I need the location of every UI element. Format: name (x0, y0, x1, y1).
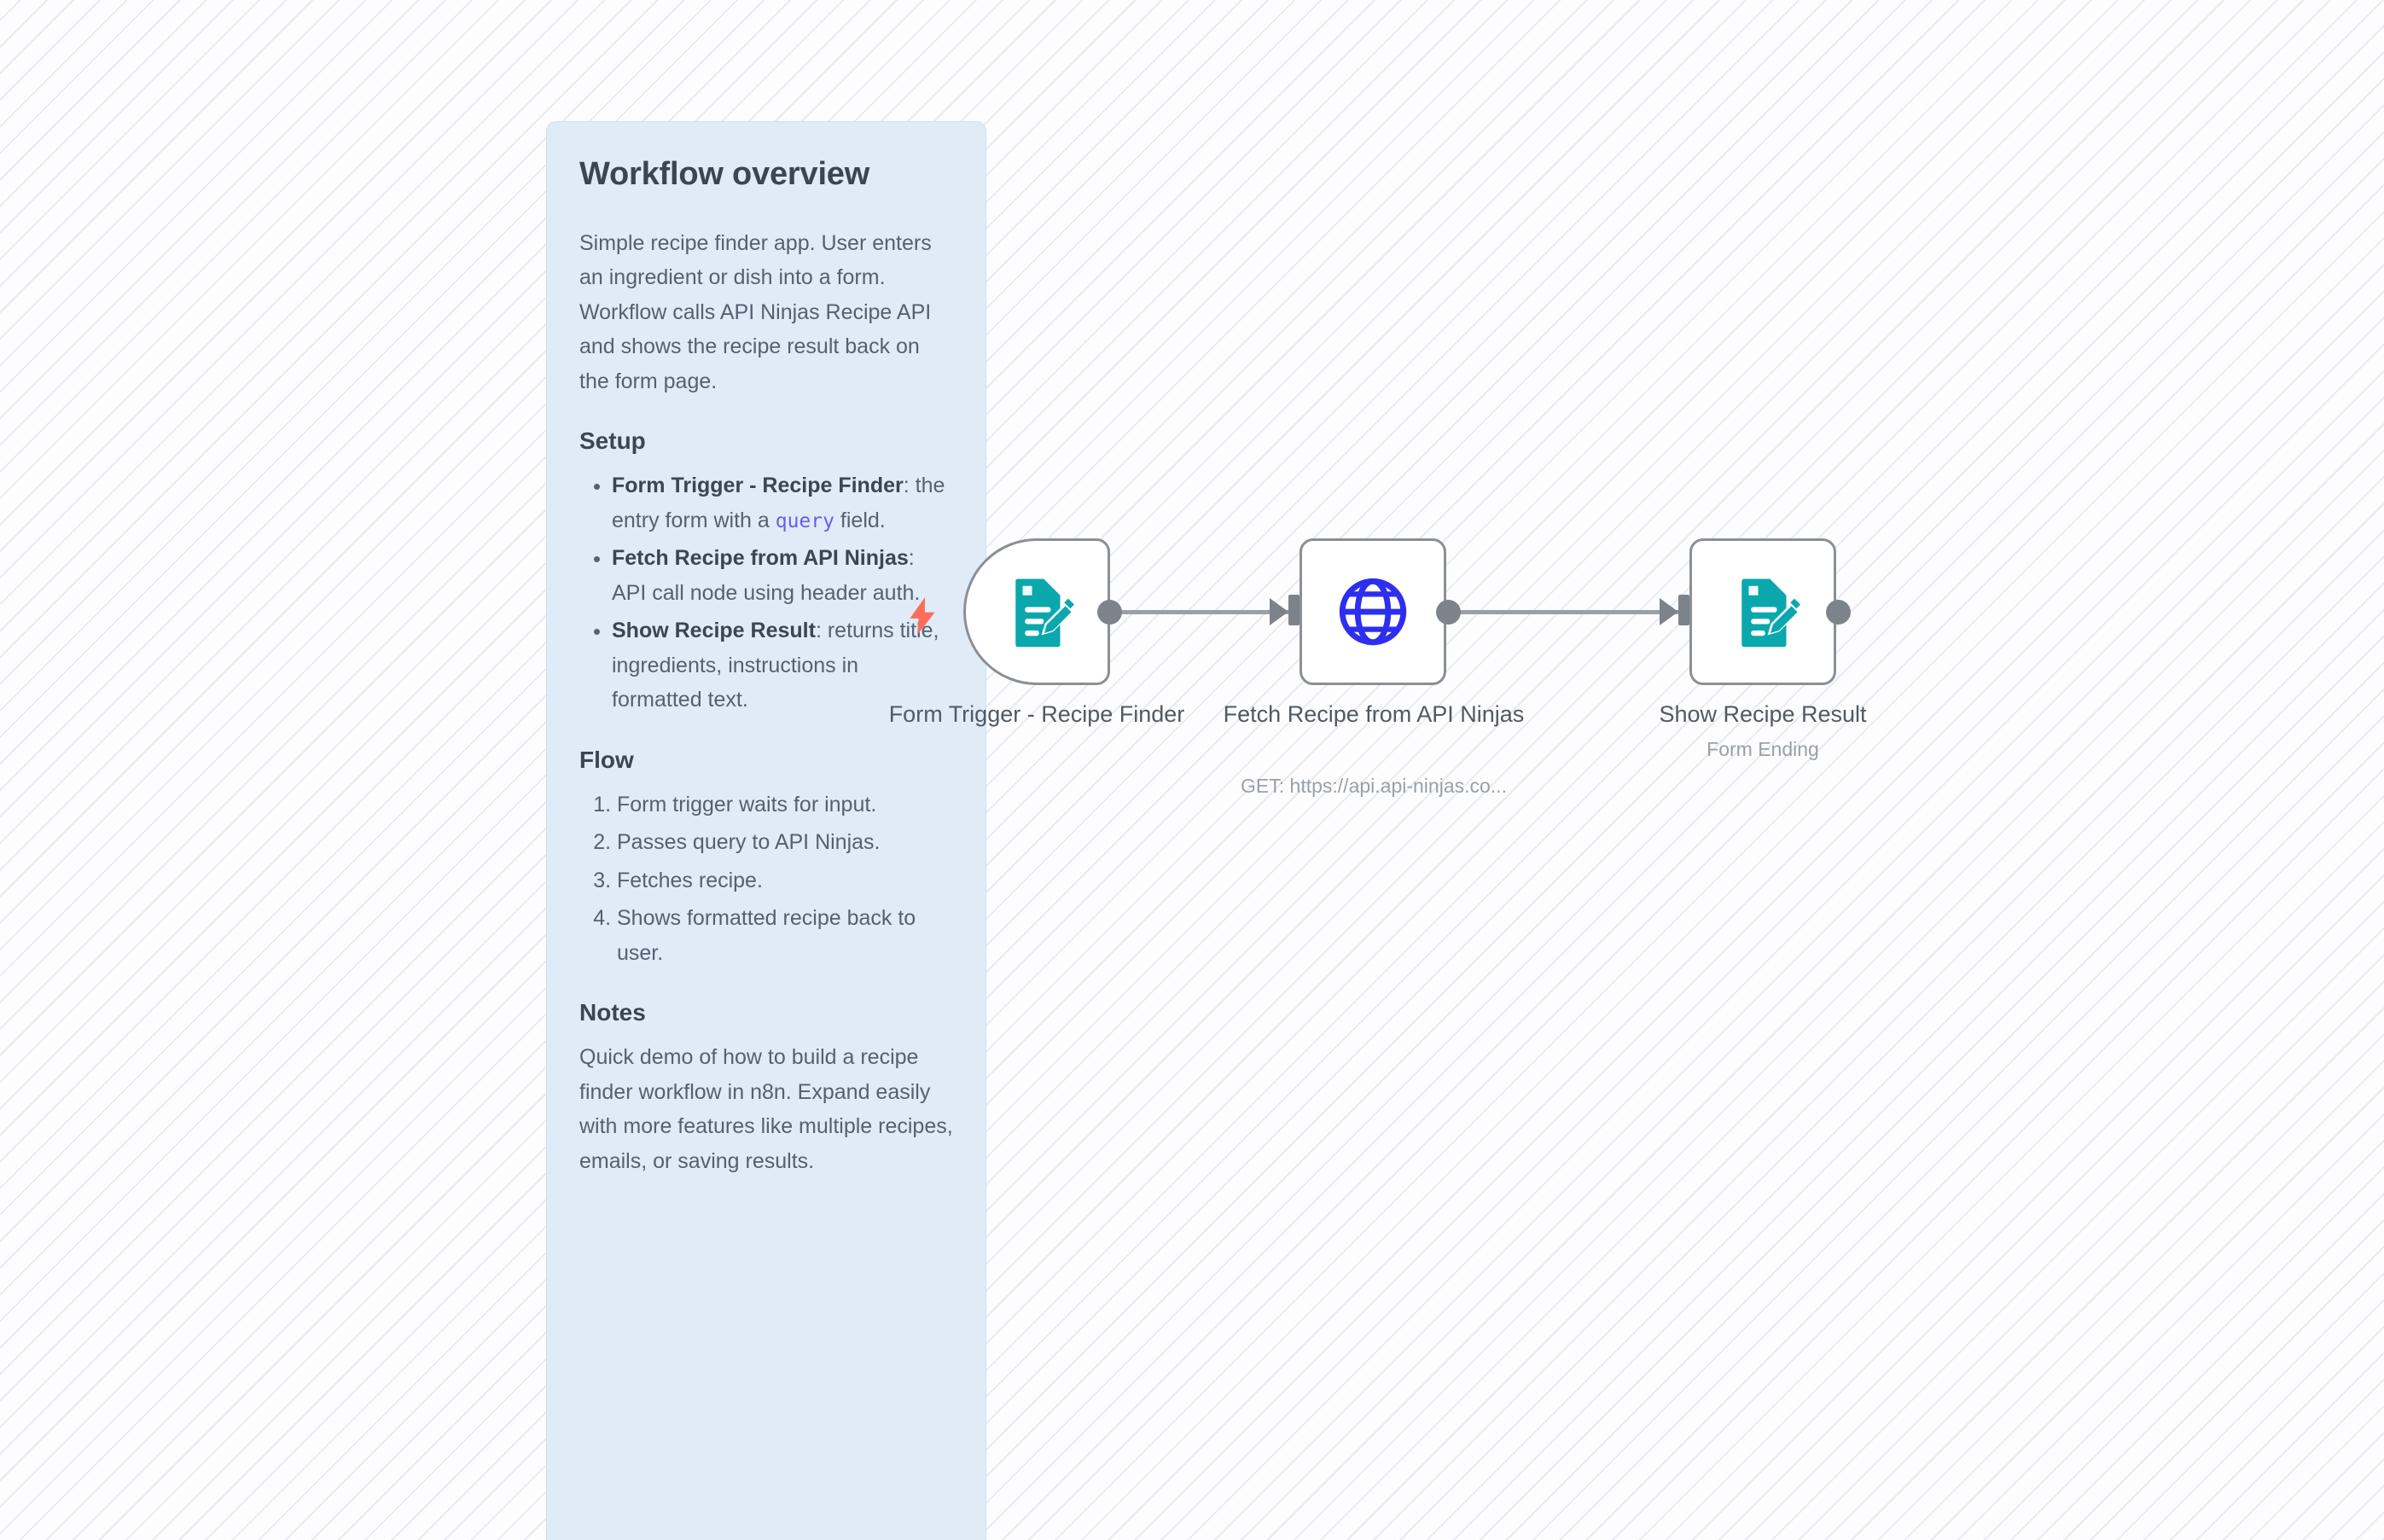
connection-arrow-trigger-to-http (1270, 598, 1288, 625)
output-port-show-recipe-result[interactable] (1826, 600, 1851, 625)
flow-list: Form trigger waits for input. Passes que… (579, 787, 953, 971)
form-document-pencil-icon (1741, 578, 1800, 648)
setup-item-name: Show Recipe Result (612, 619, 816, 642)
setup-list: Form Trigger - Recipe Finder: the entry … (579, 468, 953, 718)
globe-icon (1339, 578, 1407, 646)
flow-list-item: Fetches recipe. (617, 863, 953, 898)
sticky-note-setup-heading: Setup (579, 427, 646, 454)
setup-item-text-before: the entry form with a (612, 474, 945, 532)
sticky-note-workflow-overview[interactable]: Workflow overview Simple recipe finder a… (546, 121, 986, 1540)
sticky-note-flow-heading: Flow (579, 746, 634, 773)
node-label-show-recipe-result: Show Recipe Result (1659, 701, 1867, 727)
setup-list-item: Form Trigger - Recipe Finder: the entry … (612, 468, 953, 538)
sticky-note-title: Workflow overview (579, 156, 870, 192)
setup-list-item: Show Recipe Result: returns title, ingre… (612, 613, 953, 718)
output-port-form-trigger[interactable] (1097, 600, 1122, 625)
setup-item-code: query (775, 509, 834, 532)
setup-item-text-before: API call node using header auth. (612, 580, 921, 605)
setup-list-item: Fetch Recipe from API Ninjas: API call n… (612, 541, 953, 610)
setup-item-name: Form Trigger - Recipe Finder (612, 474, 904, 497)
flow-list-item: Form trigger waits for input. (617, 787, 953, 822)
input-port-fetch-recipe[interactable] (1288, 595, 1300, 625)
form-document-pencil-icon (1015, 578, 1074, 648)
output-port-fetch-recipe[interactable] (1436, 600, 1461, 625)
sticky-note-intro-paragraph: Simple recipe finder app. User enters an… (579, 230, 932, 393)
setup-item-separator: : (903, 474, 916, 497)
connection-arrow-http-to-result (1660, 598, 1678, 625)
node-form-trigger-recipe-finder[interactable] (963, 538, 1110, 685)
node-subtitle-show-recipe-result: Form Ending (1707, 738, 1819, 760)
setup-item-separator: : (908, 546, 915, 570)
sticky-note-notes-paragraph: Quick demo of how to build a recipe find… (579, 1045, 953, 1173)
node-show-recipe-result[interactable] (1689, 538, 1836, 685)
setup-item-separator: : (815, 619, 828, 642)
setup-item-name: Fetch Recipe from API Ninjas (612, 546, 909, 570)
flow-list-item: Passes query to API Ninjas. (617, 825, 953, 860)
input-port-show-recipe-result[interactable] (1678, 595, 1689, 625)
setup-item-text-before: returns title, ingredients, instructions… (612, 619, 939, 712)
connection-line-trigger-to-http[interactable] (1109, 610, 1288, 614)
connection-line-http-to-result[interactable] (1448, 610, 1678, 614)
node-label-fetch-recipe-from-api-ninjas: Fetch Recipe from API Ninjas (1223, 701, 1525, 727)
flow-list-item: Shows formatted recipe back to user. (617, 901, 953, 970)
sticky-note-notes-heading: Notes (579, 999, 646, 1026)
setup-item-text-after: field. (834, 508, 886, 532)
trigger-bolt-icon (910, 597, 935, 635)
node-fetch-recipe-from-api-ninjas[interactable] (1300, 538, 1446, 685)
node-label-form-trigger-recipe-finder: Form Trigger - Recipe Finder (888, 701, 1185, 727)
node-subtitle-fetch-recipe-from-api-ninjas: GET: https://api.api-ninjas.co... (1241, 775, 1507, 797)
